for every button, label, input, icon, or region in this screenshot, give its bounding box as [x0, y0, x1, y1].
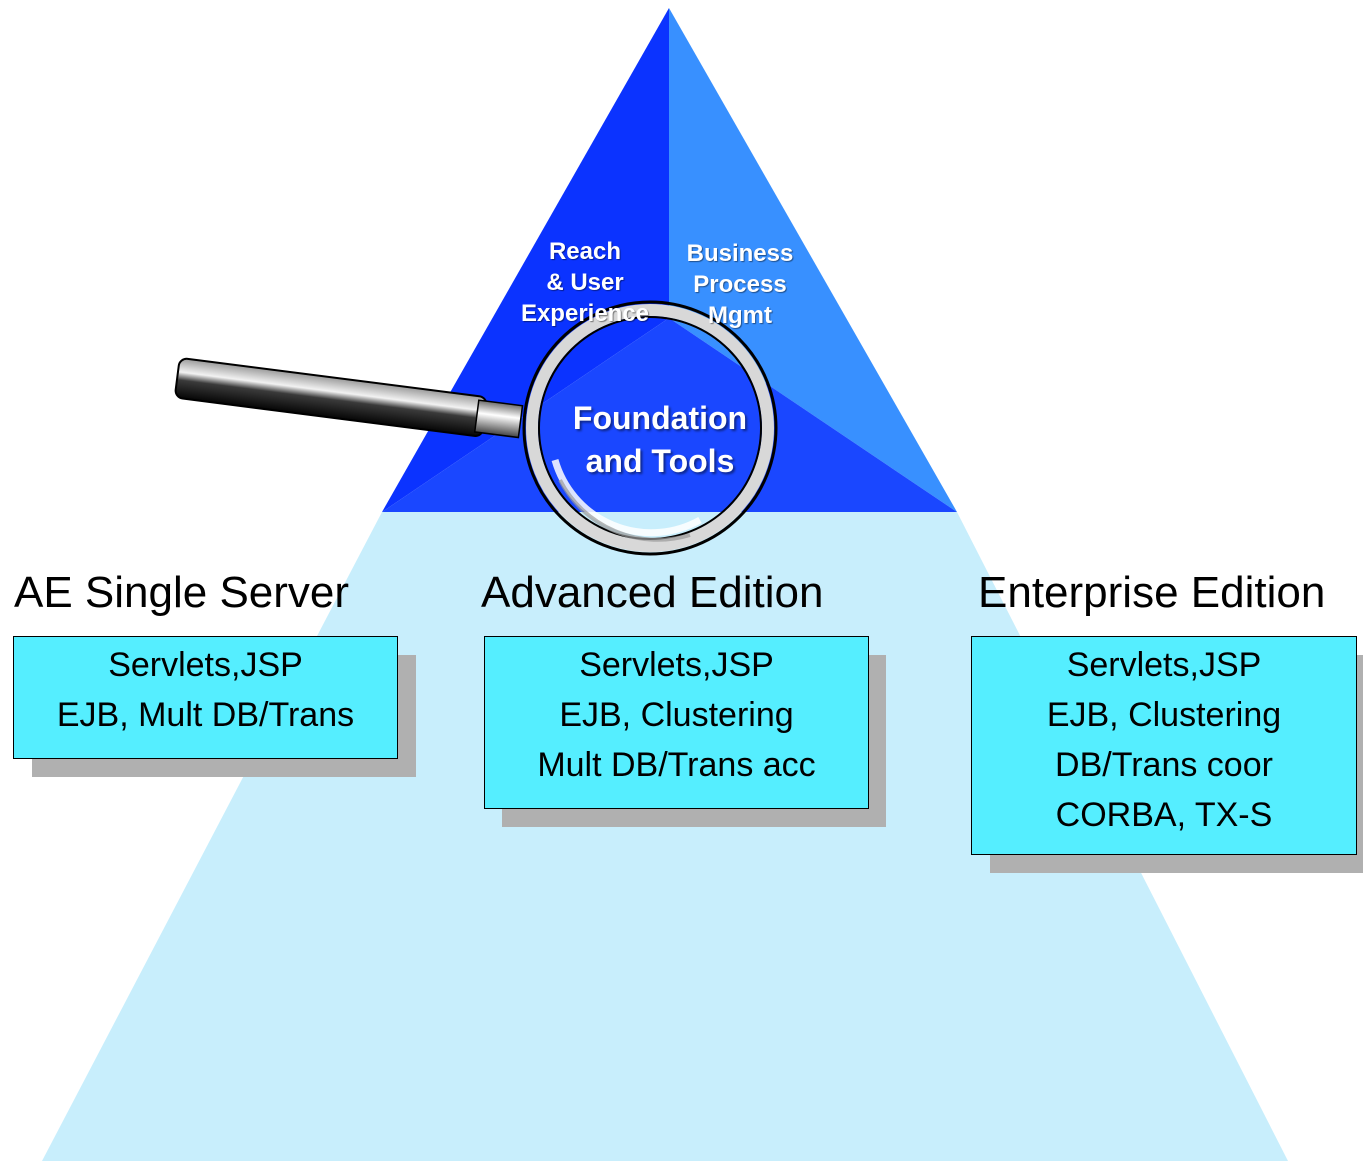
segment-label-line: Experience	[520, 300, 650, 327]
feature-item: Mult DB/Trans acc	[537, 746, 816, 784]
reach-user-experience-label: Reach & User Experience	[490, 236, 680, 329]
feature-item: Servlets,JSP	[108, 646, 303, 684]
edition-title-advanced-edition: Advanced Edition	[481, 568, 824, 617]
center-segment	[382, 318, 957, 512]
business-process-mgmt-label: Business Process Mgmt	[660, 238, 820, 331]
feature-item: CORBA, TX-S	[1055, 796, 1273, 834]
feature-box-ae-single-server: Servlets,JSP EJB, Mult DB/Trans	[13, 636, 398, 759]
feature-item: EJB, Clustering	[559, 696, 794, 734]
feature-item: EJB, Mult DB/Trans	[56, 696, 355, 734]
magnifying-glass-icon	[174, 300, 778, 556]
segment-label-line: Business	[686, 240, 794, 267]
edition-title-enterprise-edition: Enterprise Edition	[978, 568, 1326, 617]
edition-title-ae-single-server: AE Single Server	[14, 568, 350, 617]
segment-label-line: Mgmt	[708, 302, 772, 329]
segment-label-line: Process	[693, 271, 787, 298]
feature-item: EJB, Clustering	[1046, 696, 1282, 734]
segment-label-line: Reach	[548, 238, 622, 265]
top-right-segment	[669, 8, 957, 512]
feature-box-advanced-edition: Servlets,JSP EJB, Clustering Mult DB/Tra…	[484, 636, 869, 809]
top-left-segment	[382, 8, 669, 512]
foundation-label-line: Foundation	[572, 400, 748, 436]
feature-item: Servlets,JSP	[1066, 646, 1262, 684]
foundation-label-line: and Tools	[585, 443, 735, 479]
feature-box-enterprise-edition: Servlets,JSP EJB, Clustering DB/Trans co…	[971, 636, 1357, 855]
segment-label-line: & User	[546, 269, 624, 296]
feature-item: Servlets,JSP	[579, 646, 774, 684]
feature-item: DB/Trans coor	[1055, 746, 1273, 784]
foundation-and-tools-label: Foundation and Tools	[550, 397, 770, 483]
